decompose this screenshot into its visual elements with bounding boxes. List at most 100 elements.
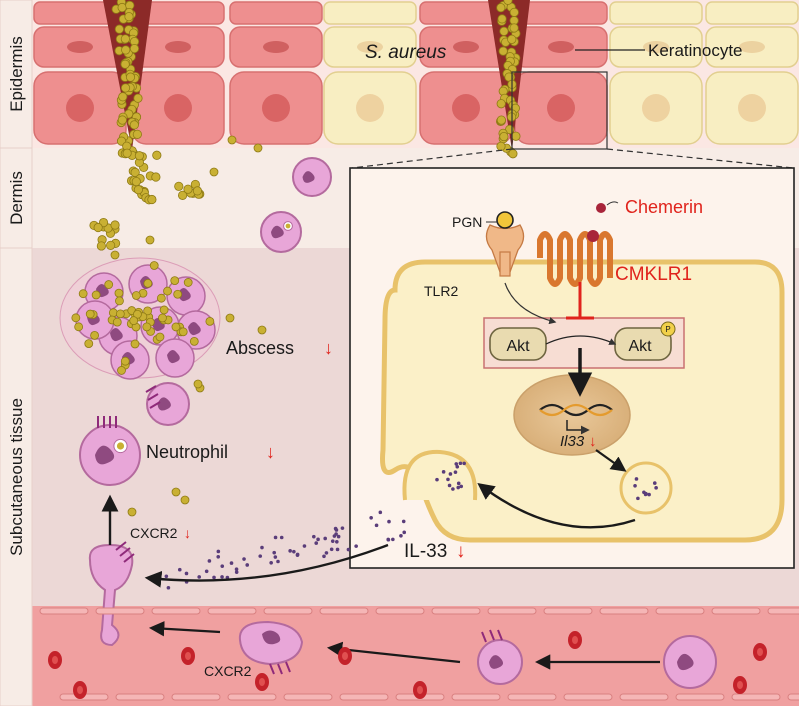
bacterium — [143, 306, 153, 316]
bacterium — [257, 325, 267, 335]
il33-particle — [330, 539, 335, 543]
subcutaneous-label: Subcutaneous tissue — [7, 398, 26, 556]
bacterium — [124, 12, 134, 22]
endothelial-cell — [563, 693, 613, 701]
bacterium — [171, 322, 181, 332]
chemerin-label: Chemerin — [625, 197, 703, 217]
bacterium — [84, 339, 94, 349]
endothelial-cell — [227, 693, 277, 701]
bacterium — [117, 115, 127, 125]
bacterium — [115, 309, 125, 319]
neutrophil-nucleus — [302, 171, 315, 183]
keratinocyte-nucleus — [548, 41, 574, 53]
bacterium — [133, 309, 142, 319]
bacterium — [499, 26, 509, 36]
il33-particle — [456, 485, 461, 490]
keratinocyte-nucleus — [262, 94, 290, 122]
bacterium — [205, 316, 215, 326]
il33-particle — [184, 571, 189, 576]
il33-particle — [220, 575, 224, 579]
il33-particle — [316, 537, 320, 542]
il33-particle — [391, 537, 395, 542]
bacterium — [115, 296, 124, 306]
neutrophil-nucleus — [157, 397, 171, 411]
bacterium — [496, 141, 506, 151]
chemerin-bound — [587, 230, 599, 242]
bacterium — [180, 495, 190, 505]
bacterium — [125, 72, 136, 82]
bacterium — [509, 23, 519, 33]
bacterium — [71, 313, 81, 323]
keratinocyte-nucleus — [642, 94, 670, 122]
il33-particle — [234, 567, 239, 572]
keratinocyte-nucleus — [738, 94, 766, 122]
bacterium — [170, 276, 180, 286]
keratinocyte-nucleus — [66, 94, 94, 122]
il33-particle — [258, 554, 263, 558]
il33-particle — [225, 575, 230, 580]
il33-particle — [295, 552, 300, 557]
red-blood-cell-center — [185, 652, 191, 660]
bacterium — [134, 151, 145, 161]
il33-particle — [212, 575, 216, 580]
neutrophil-nucleus — [271, 225, 284, 239]
il33-particle — [634, 477, 639, 481]
il33-particle — [272, 550, 277, 555]
endothelial-cell — [151, 607, 201, 615]
cxcr2-receptor — [97, 416, 117, 428]
il33-particle — [340, 526, 345, 530]
neutrophil-nucleus — [167, 349, 180, 364]
bacterium — [503, 0, 513, 5]
endothelial-cell — [339, 693, 389, 701]
dna-strand-1 — [539, 403, 613, 417]
endothelial-cell — [39, 607, 89, 615]
il33-particle — [216, 549, 221, 554]
red-blood-cell-center — [417, 686, 423, 694]
endothelial-cell — [431, 607, 481, 615]
keratinocyte-nucleus — [453, 41, 479, 53]
endothelial-cell — [675, 693, 725, 701]
il33-particle — [435, 477, 439, 482]
bacterium — [142, 322, 152, 332]
cmklr1-receptor — [537, 201, 619, 287]
red-blood-cell-center — [737, 681, 743, 689]
bacterium — [192, 186, 203, 196]
red-blood-cell-center — [342, 652, 348, 660]
bacterium — [106, 240, 116, 250]
il33-particle — [166, 585, 171, 590]
bacterium — [508, 149, 518, 159]
bacterium — [498, 46, 508, 56]
bacterium — [496, 99, 506, 109]
bacterium — [147, 194, 157, 205]
endothelial-cell — [619, 693, 669, 701]
migration-arrows — [101, 494, 660, 670]
red-blood-cell-center — [259, 678, 265, 686]
il33-particle — [312, 534, 316, 539]
il33-particle — [402, 530, 407, 535]
bacterium — [74, 322, 84, 332]
il33-protein-label: IL-33 — [404, 541, 447, 562]
bacterium — [152, 150, 162, 160]
keratinocyte-nucleus — [356, 94, 384, 122]
tlr2-label: TLR2 — [424, 283, 458, 299]
il33-particle — [276, 559, 280, 564]
il33-particle — [456, 481, 461, 486]
bacterium — [173, 289, 183, 299]
endothelial-cell — [115, 693, 165, 701]
zoom-guides — [351, 71, 795, 169]
bacterium — [507, 34, 517, 44]
il33-particle — [633, 483, 637, 488]
chemerin-free — [596, 203, 606, 213]
bacterium — [127, 507, 137, 517]
endothelial-cell — [787, 693, 799, 701]
keratinocyte-nucleus — [357, 41, 383, 53]
bacterium — [143, 278, 153, 288]
bacterium — [120, 356, 130, 366]
bacterium — [129, 43, 140, 54]
il33-protein-down: ↓ — [456, 541, 466, 562]
keratinocyte-nucleus — [547, 94, 575, 122]
keratinocyte-label: Keratinocyte — [648, 41, 743, 60]
akt-right-label: Akt — [628, 338, 652, 355]
bacterium — [227, 135, 237, 145]
il33-particle — [448, 472, 453, 476]
